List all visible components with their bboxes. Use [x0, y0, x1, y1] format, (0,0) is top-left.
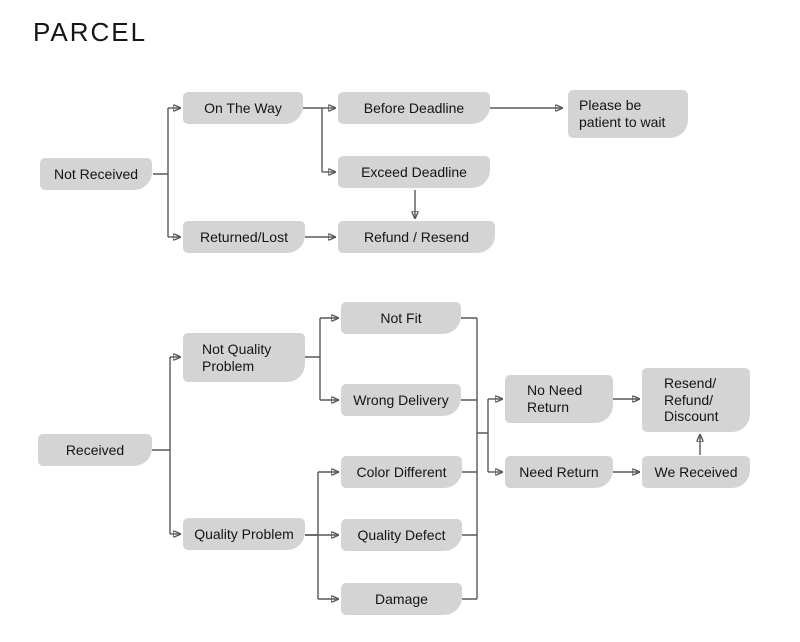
node-received: Received	[38, 434, 152, 466]
node-please-wait: Please be patient to wait	[568, 90, 688, 138]
node-damage: Damage	[341, 583, 462, 615]
node-resend-refund-discount: Resend/ Refund/ Discount	[642, 368, 750, 432]
node-refund-resend: Refund / Resend	[338, 221, 495, 253]
node-before-deadline: Before Deadline	[338, 92, 490, 124]
node-not-fit: Not Fit	[341, 302, 461, 334]
node-quality-problem: Quality Problem	[183, 518, 305, 550]
node-no-need-return: No Need Return	[505, 375, 613, 423]
node-we-received: We Received	[642, 456, 750, 488]
node-color-different: Color Different	[341, 456, 462, 488]
node-need-return: Need Return	[505, 456, 613, 488]
node-quality-defect: Quality Defect	[341, 519, 462, 551]
node-not-received: Not Received	[40, 158, 152, 190]
node-not-quality-problem: Not Quality Problem	[183, 333, 305, 382]
page-title: PARCEL	[33, 17, 148, 47]
node-wrong-delivery: Wrong Delivery	[341, 384, 461, 416]
node-returned-lost: Returned/Lost	[183, 221, 305, 253]
node-exceed-deadline: Exceed Deadline	[338, 156, 490, 188]
node-on-the-way: On The Way	[183, 92, 303, 124]
